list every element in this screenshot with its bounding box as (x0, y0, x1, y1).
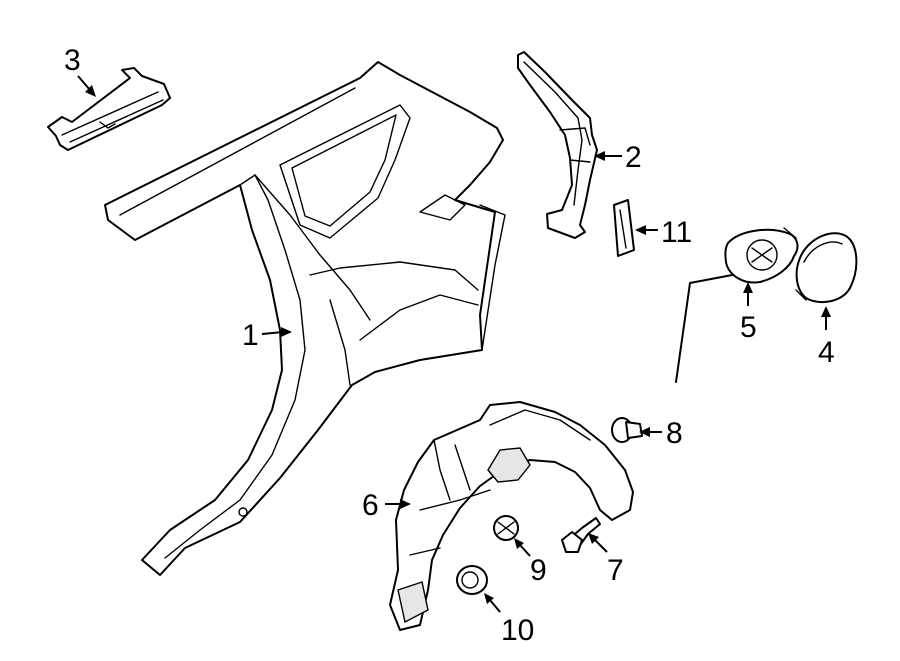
callout-4: 4 (818, 336, 835, 369)
callout-5: 5 (740, 311, 757, 344)
callout-7: 7 (607, 554, 624, 587)
callout-1: 1 (242, 319, 259, 352)
pad-part (613, 199, 635, 257)
rail-insert-part (47, 67, 171, 151)
bolt-part (561, 517, 601, 553)
callout-10: 10 (501, 614, 534, 647)
fuel-door-part (795, 232, 858, 304)
callout-11: 11 (661, 216, 692, 249)
callout-9: 9 (530, 554, 547, 587)
callout-6: 6 (362, 489, 379, 522)
clip-nut-part (493, 515, 519, 541)
inner-bracket-part (517, 51, 598, 239)
push-pin-part (611, 417, 643, 443)
callout-3: 3 (64, 44, 81, 77)
grommet-part (456, 565, 488, 595)
callout-8: 8 (666, 417, 683, 450)
callout-2: 2 (625, 141, 642, 174)
quarter-panel-part (104, 61, 506, 576)
fuel-housing-part (675, 227, 799, 383)
leader-arrows (77, 75, 831, 613)
wheel-liner-part (389, 401, 634, 631)
